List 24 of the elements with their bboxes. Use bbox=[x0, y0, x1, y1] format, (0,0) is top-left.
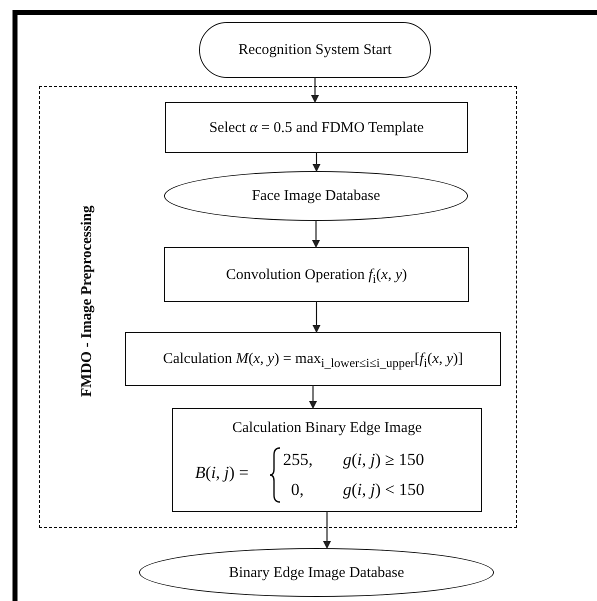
process-box bbox=[164, 247, 469, 302]
formula-text: g(i, j) ≥ 150 bbox=[343, 451, 424, 469]
node-label: Select α = 0.5 and FDMO Template bbox=[208, 118, 425, 136]
process-box bbox=[125, 332, 501, 386]
group-label: FMDO - Image Preprocessing bbox=[78, 206, 96, 397]
arrow bbox=[312, 302, 320, 333]
arrow bbox=[312, 221, 320, 248]
node-label: Binary Edge Image Database bbox=[228, 564, 406, 582]
node-label: Calculation M(x, y) = max$_{i_lower≤i≤i_upper}$[f$_{i}$(x, y)] bbox=[162, 350, 464, 372]
node-label: Recognition System Start bbox=[237, 41, 393, 59]
arrow bbox=[323, 512, 331, 549]
formula-text: 255, bbox=[283, 451, 313, 469]
formula-text: B(i, j) = bbox=[195, 464, 249, 482]
formula-text: g(i, j) < 150 bbox=[343, 481, 424, 499]
process-box bbox=[172, 408, 482, 512]
group-frame bbox=[39, 86, 517, 528]
formula-text: 0, bbox=[291, 481, 304, 499]
process-box bbox=[165, 102, 468, 153]
node-label: Face Image Database bbox=[250, 187, 382, 205]
node-label: Convolution Operation f$_{i}$(x, y) bbox=[225, 266, 408, 288]
arrow bbox=[309, 386, 317, 409]
process-heading: Calculation Binary Edge Image bbox=[231, 419, 423, 437]
arrow bbox=[311, 78, 319, 103]
arrow bbox=[312, 153, 320, 172]
